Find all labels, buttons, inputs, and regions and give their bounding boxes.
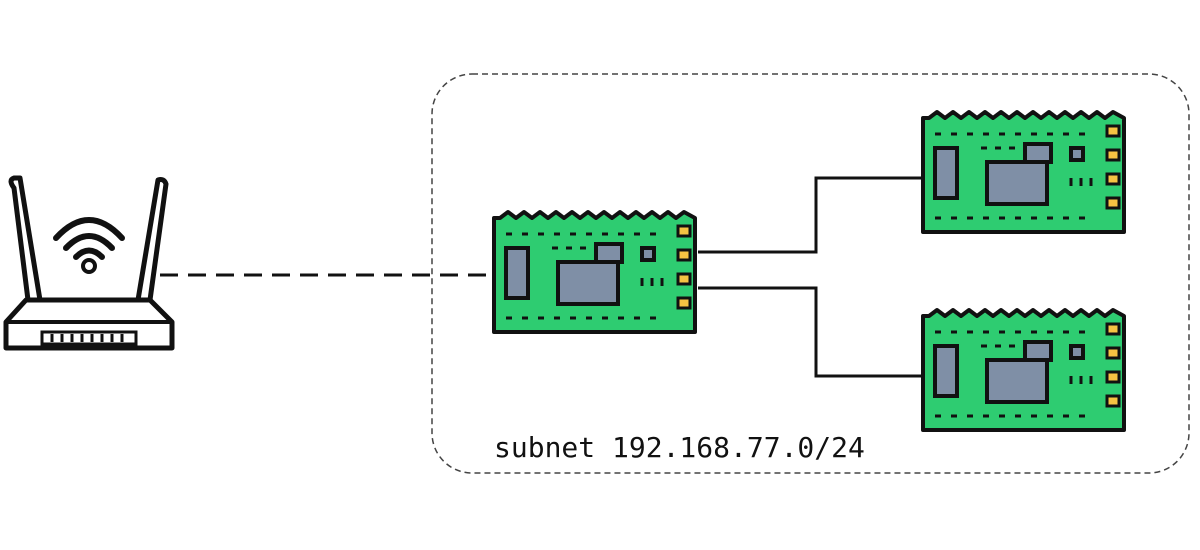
node-board-2-icon xyxy=(921,308,1126,432)
node-board-1-icon xyxy=(921,110,1126,234)
subnet-boundary xyxy=(431,73,1190,474)
wired-link-node-1 xyxy=(698,176,924,254)
subnet-label: subnet 192.168.77.0/24 xyxy=(494,431,865,464)
gateway-board-icon xyxy=(492,210,697,334)
wifi-router-icon xyxy=(3,175,175,351)
wired-link-node-2 xyxy=(698,286,924,378)
